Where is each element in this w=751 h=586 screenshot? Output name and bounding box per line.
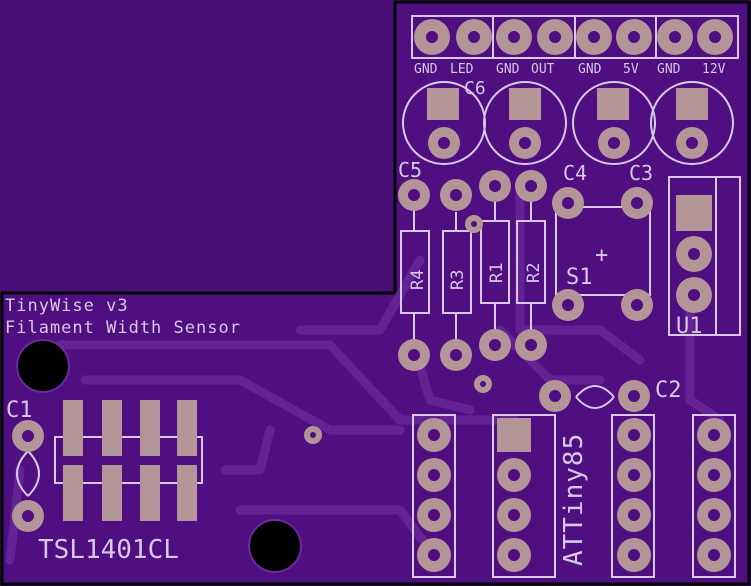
round-pads: [12, 19, 733, 572]
header-label: GND: [578, 62, 602, 77]
pad-drill: [688, 289, 700, 301]
pad-drill: [708, 469, 720, 481]
pad-drill: [508, 469, 520, 481]
ref-r3: R3: [448, 270, 468, 290]
pad-drill: [628, 31, 640, 43]
pad-drill: [549, 31, 561, 43]
pad-drill: [708, 509, 720, 521]
pad-drill: [628, 469, 640, 481]
copper-traces: [5, 185, 725, 565]
pad-drill: [628, 549, 640, 561]
header-label: LED: [450, 62, 474, 77]
ref-plus: +: [595, 243, 608, 268]
pad-drill: [428, 549, 440, 561]
pad-drill: [549, 390, 561, 402]
via-drill: [471, 221, 477, 227]
ref-s1: S1: [566, 265, 593, 290]
pad-drill: [588, 31, 600, 43]
ref-r2: R2: [524, 263, 544, 283]
pad-drill: [508, 509, 520, 521]
ref-c1: C1: [6, 398, 33, 423]
pad-drill: [489, 339, 501, 351]
ref-tsl: TSL1401CL: [38, 535, 179, 565]
header-label: 12V: [702, 62, 726, 77]
header-label: 5V: [623, 62, 639, 77]
pad-drill: [426, 31, 438, 43]
pad-drill: [631, 197, 643, 209]
pad-drill: [508, 31, 520, 43]
pad-drill: [608, 137, 620, 149]
pad-drill: [562, 197, 574, 209]
pad-drill: [709, 31, 721, 43]
via-drill: [480, 381, 486, 387]
silkscreen: [16, 15, 741, 578]
pad-drill: [428, 469, 440, 481]
pad-drill: [688, 248, 700, 260]
pad-drill: [450, 189, 462, 201]
pad-drill: [428, 429, 440, 441]
square-pads: [427, 88, 712, 452]
via-drill: [310, 432, 316, 438]
pad-drill: [669, 31, 681, 43]
pad-drill: [686, 137, 698, 149]
ref-r4: R4: [408, 270, 428, 290]
ref-c5: C5: [398, 158, 422, 182]
board-title: TinyWise v3: [5, 296, 129, 316]
pad-drill: [408, 189, 420, 201]
pad-drill: [489, 180, 501, 192]
header-label: GND: [657, 62, 681, 77]
pad-drill: [628, 509, 640, 521]
pad-drill: [519, 137, 531, 149]
pad-drill: [708, 549, 720, 561]
board-subtitle: Filament Width Sensor: [5, 318, 241, 338]
pad-drill: [708, 429, 720, 441]
mounting-hole: [16, 339, 70, 393]
pad-drill: [438, 137, 450, 149]
pad-drill: [408, 349, 420, 361]
ref-r1: R1: [487, 263, 507, 283]
pad-drill: [508, 549, 520, 561]
pad-drill: [562, 299, 574, 311]
ref-c2: C2: [655, 378, 682, 403]
pad-drill: [468, 31, 480, 43]
pad-drill: [428, 509, 440, 521]
pad-drill: [628, 429, 640, 441]
pad-drill: [450, 349, 462, 361]
pad-drill: [525, 180, 537, 192]
ref-c4: C4: [563, 161, 587, 185]
header-label: OUT: [531, 62, 555, 77]
pad-drill: [628, 390, 640, 402]
ref-c6: C6: [464, 78, 486, 99]
pad-drill: [525, 339, 537, 351]
tsl-pads: [63, 400, 197, 521]
pad-drill: [631, 299, 643, 311]
ref-attiny: ATTiny85: [559, 433, 589, 566]
header-label: GND: [414, 62, 438, 77]
header-label: GND: [496, 62, 520, 77]
pad-drill: [22, 510, 34, 522]
ref-c3: C3: [629, 161, 653, 185]
pad-drill: [22, 430, 34, 442]
mounting-hole: [248, 519, 302, 573]
